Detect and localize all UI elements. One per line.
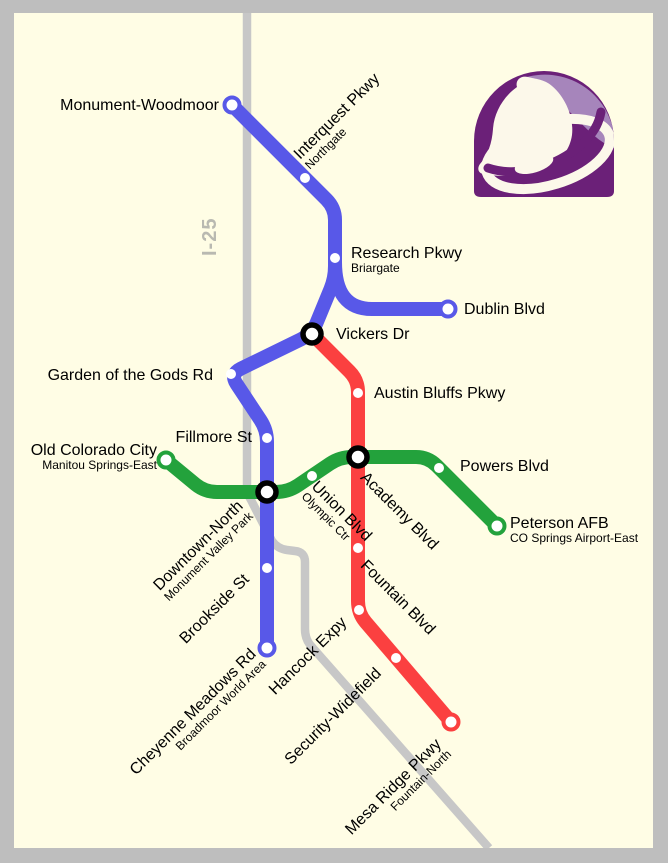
station-label-research-pkwy: Research Pkwy Briargate <box>351 245 463 275</box>
logo-dark-band <box>483 107 606 177</box>
station-label-peterson-afb: Peterson AFB CO Springs Airport-East <box>510 515 639 545</box>
station-dot-austin-bluffs <box>353 388 363 398</box>
taco-bell-logo <box>474 71 614 197</box>
station-label-monument-woodmoor: Monument-Woodmoor <box>60 97 219 114</box>
station-label-old-colorado-city: Old Colorado City Manitou Springs-East <box>30 442 157 472</box>
transfer-dot-vickers <box>300 322 324 346</box>
station-dot-hancock <box>354 605 364 615</box>
station-dot-fountain-blvd <box>353 543 363 553</box>
station-label-vickers-dr: Vickers Dr <box>336 326 410 343</box>
terminus-dot-old-colorado-city <box>156 450 176 470</box>
station-dot-interquest <box>300 173 310 183</box>
station-dot-research <box>330 253 340 263</box>
transfer-dot-academy-blvd <box>346 445 370 469</box>
terminus-dot-mesa-ridge <box>441 712 461 732</box>
terminus-dot-dublin <box>438 299 458 319</box>
logo-white-hole <box>514 153 554 175</box>
red-line-path <box>305 327 458 729</box>
station-label-dublin-blvd: Dublin Blvd <box>464 301 545 318</box>
logo-bell-face <box>478 76 573 176</box>
terminus-dot-cheyenne-meadows <box>257 638 277 658</box>
station-label-austin-bluffs: Austin Bluffs Pkwy <box>374 385 506 402</box>
transfer-dot-downtown-north <box>255 480 279 504</box>
station-label-powers-blvd: Powers Blvd <box>460 458 549 475</box>
station-dot-powers-blvd <box>434 463 444 473</box>
station-dot-garden-of-the-gods <box>226 369 236 379</box>
station-label-garden-of-the-gods: Garden of the Gods Rd <box>47 367 213 384</box>
terminus-dot-peterson-afb <box>487 516 507 536</box>
station-label-fillmore-st: Fillmore St <box>175 429 252 446</box>
terminus-dot-monument-woodmoor <box>222 95 242 115</box>
station-dot-fillmore <box>262 433 272 443</box>
station-dot-brookside <box>262 563 272 573</box>
station-dot-security-widefield <box>391 653 401 663</box>
station-dot-union-blvd <box>307 471 317 481</box>
